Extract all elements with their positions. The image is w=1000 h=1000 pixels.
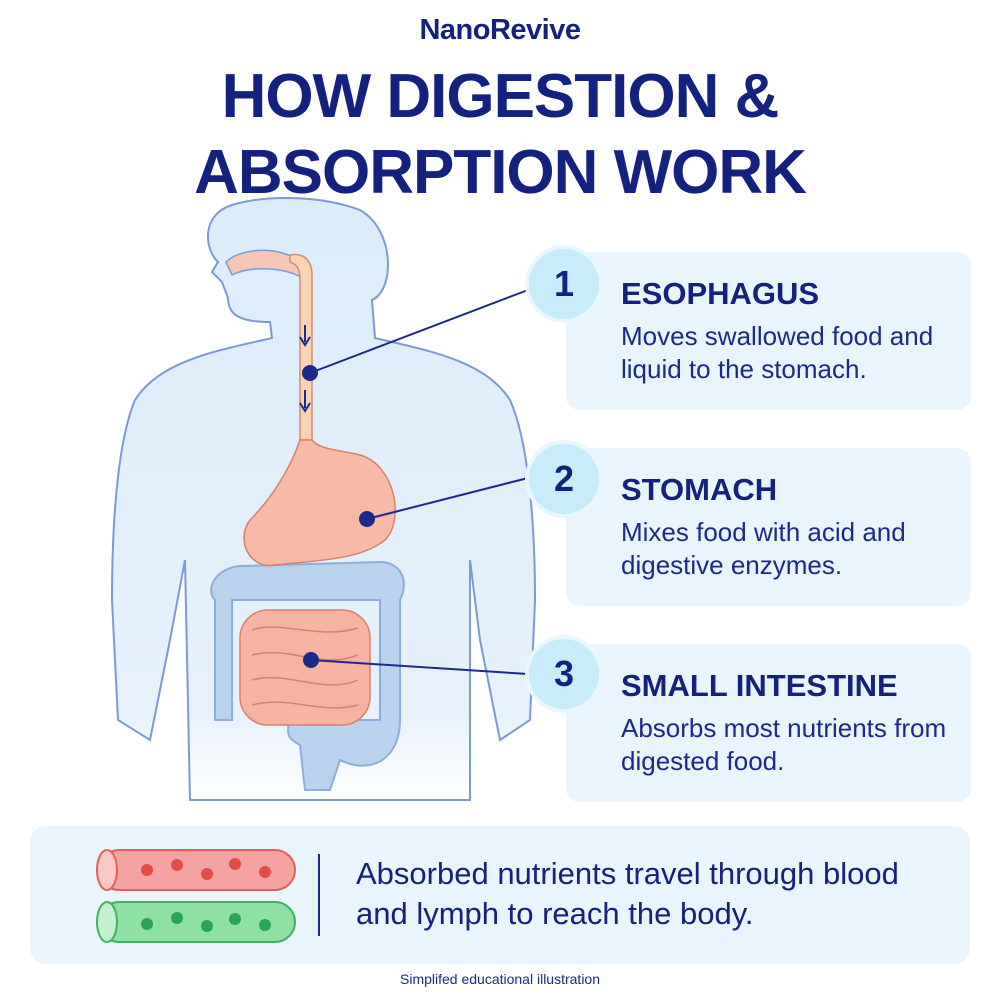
step-number-badge: 2 (529, 444, 599, 514)
step-card-esophagus: ESOPHAGUS Moves swallowed food and liqui… (566, 252, 971, 410)
brand-logo: NanoRevive (419, 14, 581, 46)
step-card-small-intestine: SMALL INTESTINE Absorbs most nutrients f… (566, 644, 971, 802)
blood-lymph-vessels-icon (96, 849, 296, 943)
page-title-line-2: ABSORPTION WORK (194, 138, 807, 207)
absorption-panel: Absorbed nutrients travel through blood … (30, 826, 970, 964)
esophagus-arrow-icon (299, 325, 311, 347)
digestive-system-illustration (110, 197, 537, 801)
page-title-line-1: HOW DIGESTION & (221, 62, 780, 131)
small-intestine (239, 609, 371, 726)
esophagus-pointer-dot (302, 365, 318, 381)
stomach-pointer-line (366, 477, 529, 520)
panel-divider (318, 854, 320, 936)
step-description: Absorbs most nutrients from digested foo… (621, 713, 947, 776)
footnote: Simplifed educational illustration (400, 971, 600, 987)
small-intestine-pointer-dot (303, 652, 319, 668)
step-number-badge: 3 (529, 639, 599, 709)
step-name: ESOPHAGUS (621, 276, 820, 311)
stomach (243, 439, 396, 567)
small-intestine-pointer-line (310, 659, 529, 675)
step-card-stomach: STOMACH Mixes food with acid and digesti… (566, 448, 971, 606)
esophagus-arrow-icon (299, 390, 311, 413)
blood-vessel-icon (96, 849, 296, 891)
step-name: SMALL INTESTINE (621, 668, 898, 703)
large-intestine (210, 560, 405, 791)
step-description: Mixes food with acid and digestive enzym… (621, 517, 906, 580)
step-number-badge: 1 (529, 249, 599, 319)
stomach-pointer-dot (359, 511, 375, 527)
esophagus-pointer-line (309, 289, 529, 374)
absorption-note: Absorbed nutrients travel through blood … (356, 856, 899, 931)
lymph-vessel-icon (96, 901, 296, 943)
step-name: STOMACH (621, 472, 778, 507)
step-description: Moves swallowed food and liquid to the s… (621, 321, 934, 384)
